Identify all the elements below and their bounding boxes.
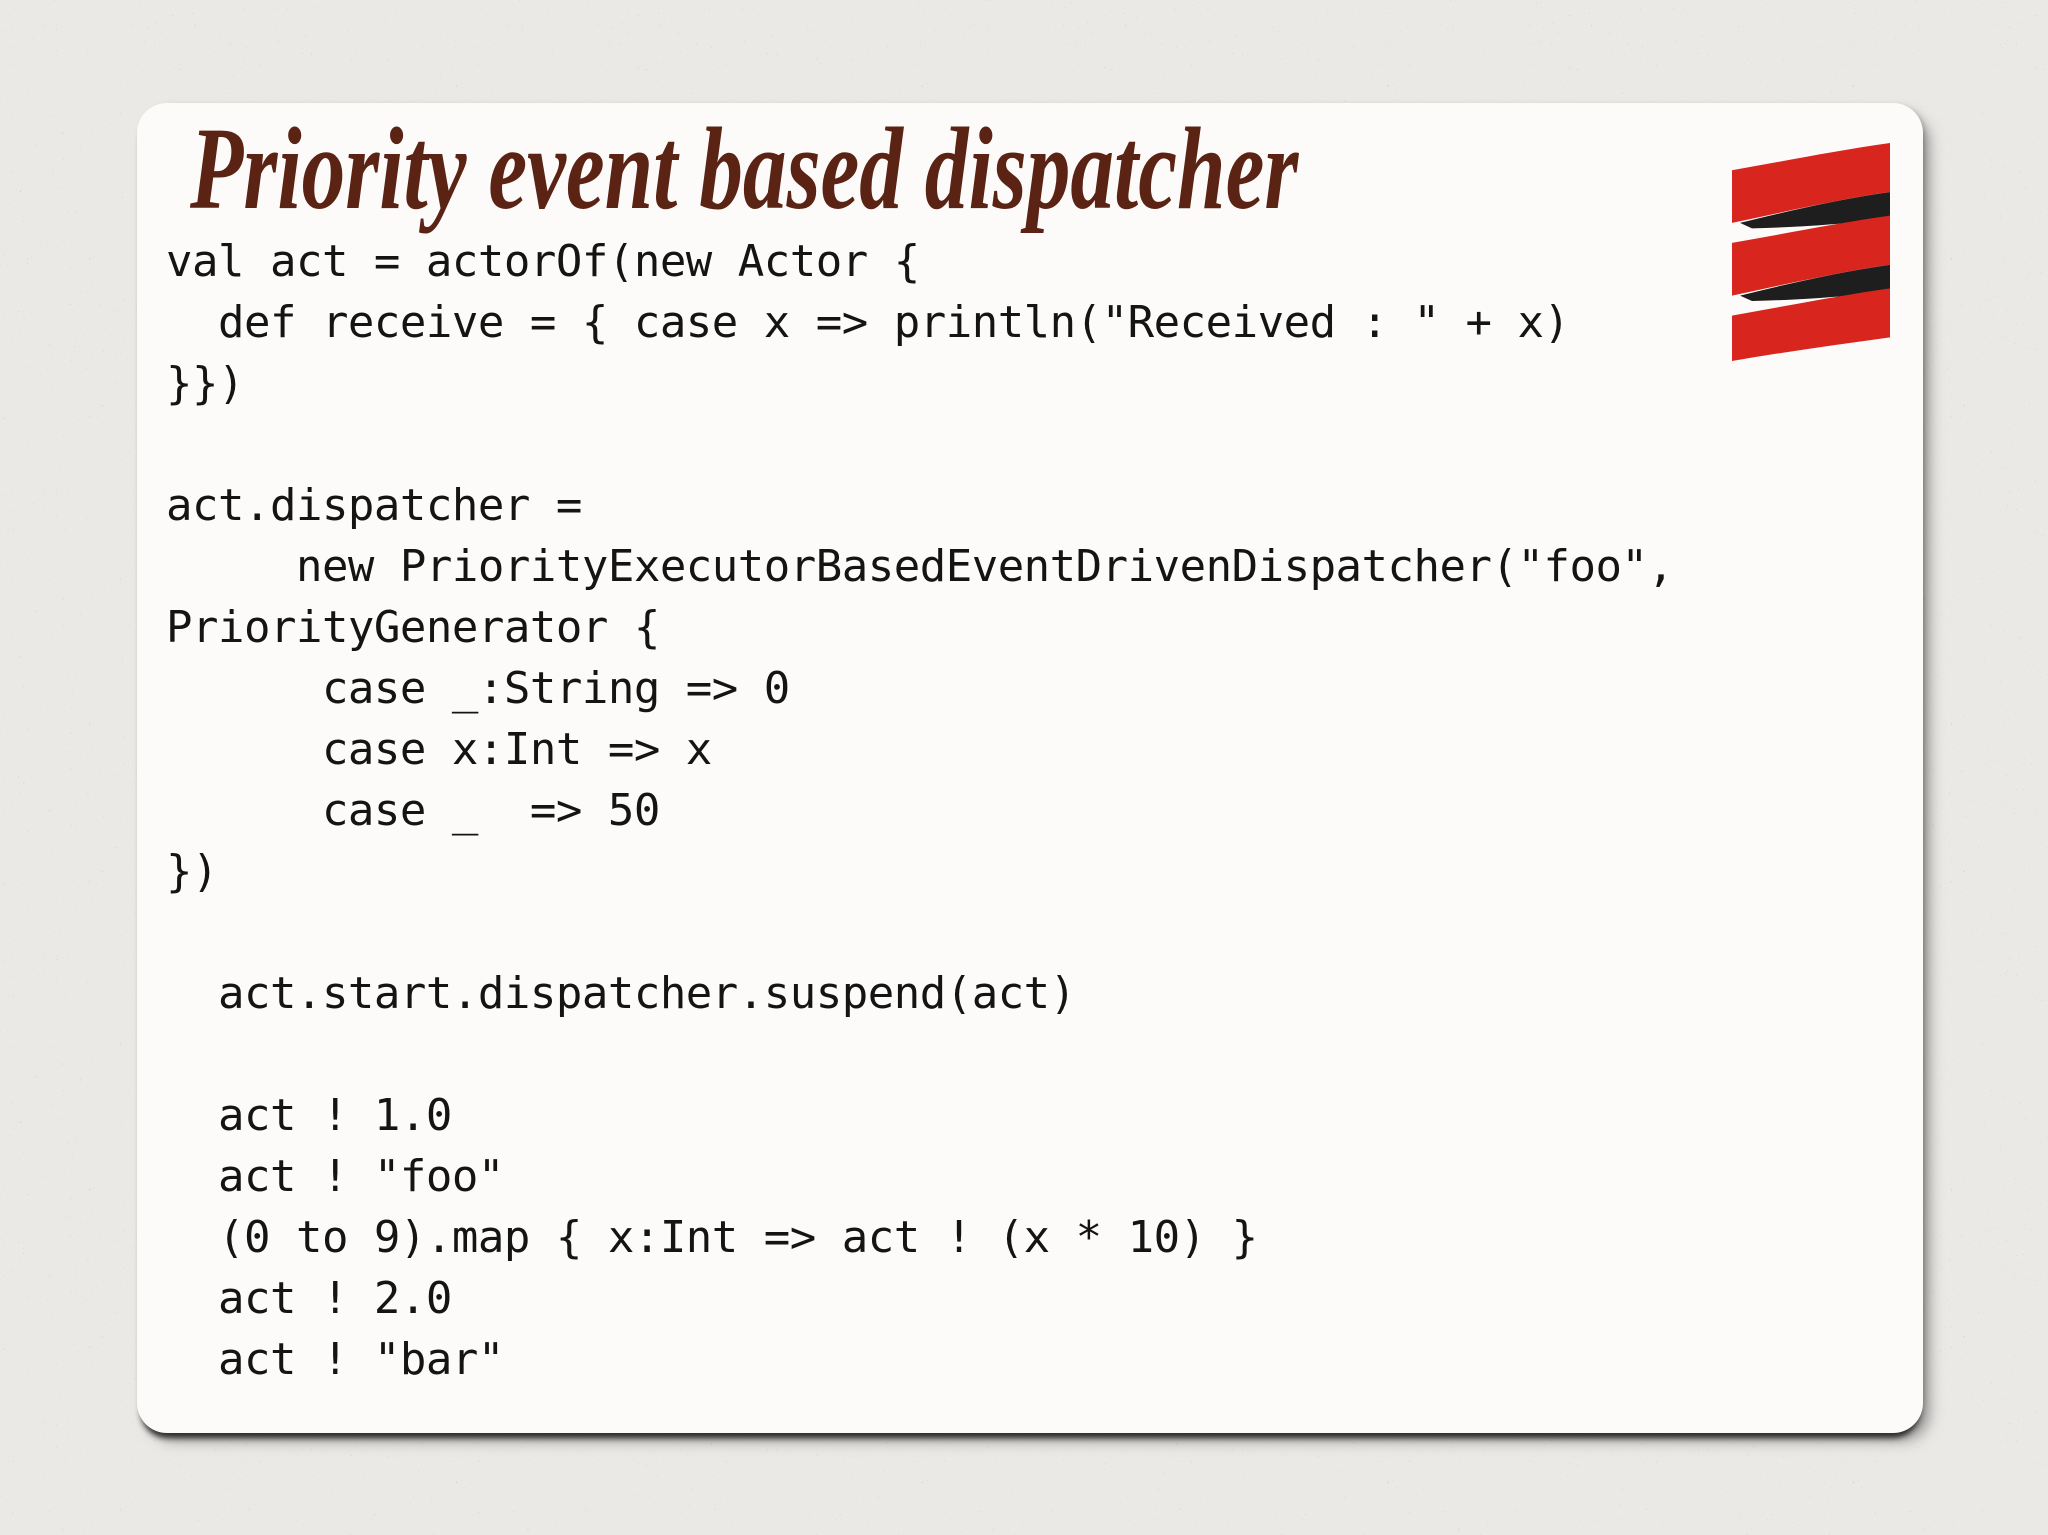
slide-card: Priority event based dispatcher val act … (137, 103, 1923, 1433)
scala-code-block: val act = actorOf(new Actor { def receiv… (166, 236, 1674, 1385)
scala-logo-red-band (1732, 288, 1890, 361)
scala-logo-dark-wedge (1740, 264, 1890, 302)
scala-logo-red-band (1732, 215, 1890, 296)
slide-title: Priority event based dispatcher (190, 103, 1299, 234)
scala-logo-red-band (1732, 143, 1890, 223)
scala-logo-icon (1732, 143, 1890, 361)
scala-logo-dark-wedge (1740, 192, 1890, 229)
